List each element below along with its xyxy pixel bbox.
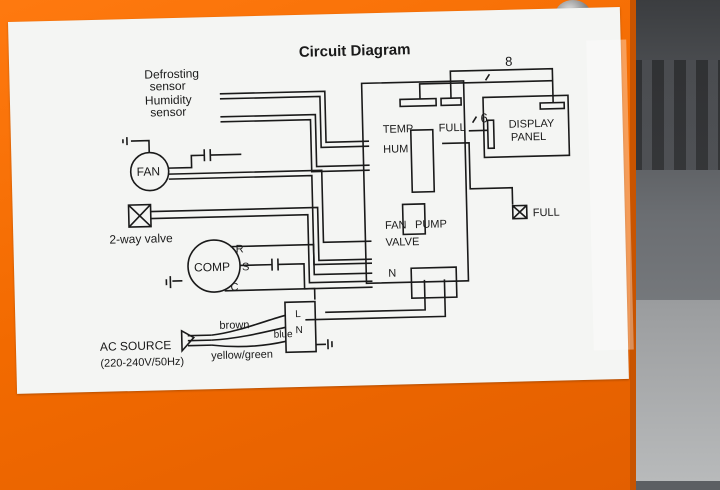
humidity-sensor-label-2: sensor (150, 105, 186, 120)
wire-yg-label: yellow/green (211, 349, 273, 363)
wire-6 (442, 141, 514, 205)
board-relay (409, 128, 436, 193)
ac-spec-label: (220-240V/50Hz) (100, 356, 184, 370)
valve-symbol (127, 203, 152, 228)
board-connector-2 (440, 97, 462, 107)
comp-r-label: R (235, 243, 243, 255)
board-fan-label: FAN (385, 219, 407, 232)
compressor-ground-icon (165, 276, 183, 289)
wire-6-label: 6 (480, 110, 488, 125)
board-hum-label: HUM (383, 143, 408, 156)
control-board (360, 80, 470, 285)
wire-8-label: 8 (505, 54, 513, 69)
comp-s-label: S (242, 261, 250, 273)
board-full-label: FULL (439, 122, 466, 135)
comp-c-label: C (230, 281, 238, 293)
board-valve-label: VALVE (385, 236, 419, 249)
ac-source-label: AC SOURCE (100, 338, 172, 354)
humidity-sensor-label-1: Humidity (145, 93, 192, 108)
wire-8 (449, 67, 554, 103)
defrost-sensor-label-2: sensor (149, 79, 185, 94)
humidity-sensor-wire (220, 113, 370, 168)
terminal-n-label: N (295, 325, 303, 336)
defrost-sensor-wire (219, 90, 370, 144)
compressor-capacitor (271, 258, 279, 271)
fan-label: FAN (137, 164, 161, 179)
board-chip (401, 203, 427, 236)
fan-capacitor (203, 149, 212, 162)
wire-blue-label: blue (274, 329, 294, 340)
board-terminal-block (410, 266, 458, 300)
valve-label: 2-way valve (109, 231, 173, 247)
board-temp-label: TEMP (383, 123, 414, 136)
plug-icon (180, 329, 196, 353)
board-n-label: N (388, 268, 396, 280)
board-connector-1 (399, 97, 437, 108)
display-panel (482, 94, 571, 159)
circuit-label-sticker: Circuit Diagram Defrosting sensor Humidi… (8, 7, 629, 394)
tape-strip (586, 39, 634, 351)
defrost-sensor-label-1: Defrosting (144, 66, 199, 81)
comp-label: COMP (194, 260, 230, 275)
fan-ground-icon (122, 137, 151, 153)
valve-wire (150, 206, 372, 262)
display-label-2: PANEL (511, 131, 547, 144)
background-shelf (630, 60, 720, 170)
full-switch-symbol (511, 204, 528, 220)
full-switch-label: FULL (533, 207, 560, 220)
board-pump-label: PUMP (415, 218, 447, 231)
display-label-1: DISPLAY (509, 118, 556, 131)
ac-ground-icon (315, 339, 333, 350)
diagram-title: Circuit Diagram (299, 41, 411, 61)
circuit-diagram-svg: Circuit Diagram Defrosting sensor Humidi… (100, 41, 571, 370)
terminal-l-label: L (295, 309, 301, 320)
fan-wire (168, 169, 372, 244)
wire-brown-label: brown (219, 319, 249, 332)
